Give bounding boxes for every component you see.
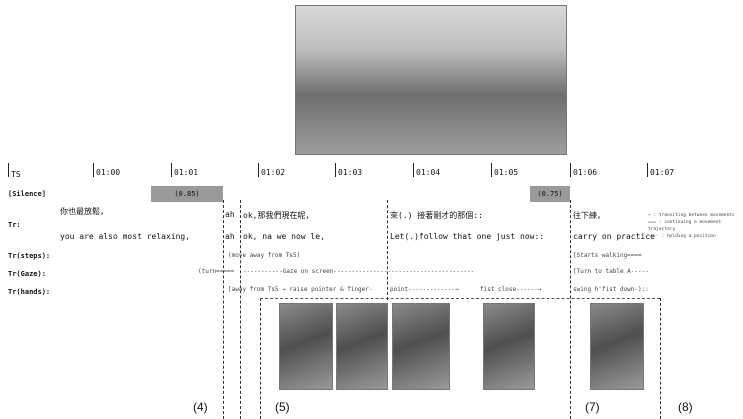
steps-annotation: (move away from Ts5) bbox=[228, 252, 301, 259]
time-label: 01:05 bbox=[494, 168, 519, 177]
speech-chinese: ah bbox=[225, 210, 235, 219]
speech-chinese: ok,那我們現在呢， bbox=[243, 211, 314, 220]
speech-english: carry on practice bbox=[573, 232, 655, 241]
tier-label-hands: Tr(hands): bbox=[8, 288, 51, 296]
segment-line bbox=[223, 200, 224, 419]
time-label: 01:04 bbox=[416, 168, 441, 177]
tick-line bbox=[491, 163, 492, 177]
tick-line bbox=[647, 163, 648, 177]
frame-photo bbox=[483, 303, 535, 390]
tier-label-tr: Tr: bbox=[8, 221, 21, 229]
speech-english: you are also most relaxing, bbox=[60, 232, 191, 241]
tick-line bbox=[171, 163, 172, 177]
segment-line bbox=[660, 298, 661, 419]
segment-line bbox=[570, 200, 571, 419]
caption: (4) bbox=[193, 400, 208, 414]
segment-line bbox=[240, 200, 241, 419]
legend-item: → : transiting between movements bbox=[648, 213, 735, 218]
steps-annotation: [Starts walking==== bbox=[573, 252, 642, 259]
classroom-photo bbox=[295, 5, 567, 155]
gaze-annotation: [Turn to table A----- bbox=[573, 268, 649, 275]
speech-chinese: 你也最放鬆， bbox=[60, 207, 108, 216]
tier-label-silence: [Silence] bbox=[8, 190, 46, 198]
silence-box: (0.75) bbox=[530, 186, 570, 202]
speech-chinese: 來(.) 接著剛才的那個:: bbox=[390, 211, 483, 220]
legend: → : transiting between movements === : c… bbox=[648, 212, 743, 240]
hands-annotation: point-------------→ bbox=[390, 286, 459, 293]
frame-photo bbox=[336, 303, 388, 390]
tick-line bbox=[93, 163, 94, 177]
time-label: 01:06 bbox=[573, 168, 598, 177]
frame-photo bbox=[279, 303, 333, 390]
bracket-line bbox=[260, 298, 660, 299]
time-label: 01:01 bbox=[174, 168, 199, 177]
silence-box: (0.85) bbox=[151, 186, 223, 202]
legend-item: === : continuing a movement trajectory bbox=[648, 220, 722, 232]
segment-line bbox=[387, 200, 388, 300]
time-label: 01:02 bbox=[261, 168, 286, 177]
frame-photo bbox=[392, 303, 450, 390]
tick-line bbox=[335, 163, 336, 177]
hands-annotation: [away from Ts5 → raise pointer & finger- bbox=[228, 286, 373, 293]
speech-english: Let(.)follow that one just now:: bbox=[390, 232, 545, 241]
caption: (7) bbox=[585, 400, 600, 414]
time-label: 01:07 bbox=[650, 168, 675, 177]
speech-english: ok, na we now le, bbox=[243, 232, 325, 241]
tick-line bbox=[570, 163, 571, 177]
tick-line bbox=[258, 163, 259, 177]
caption: (5) bbox=[275, 400, 290, 414]
tick-line bbox=[8, 163, 9, 177]
speech-english: ah bbox=[225, 232, 235, 241]
tier-label-gaze: Tr(Gaze): bbox=[8, 270, 46, 278]
legend-item: ---- : holding a position bbox=[648, 234, 716, 239]
ts-label: TS bbox=[11, 170, 21, 179]
segment-line bbox=[260, 298, 261, 419]
tick-line bbox=[413, 163, 414, 177]
time-label: 01:00 bbox=[96, 168, 121, 177]
frame-photo bbox=[590, 303, 644, 390]
caption: (8) bbox=[678, 400, 693, 414]
gaze-annotation: (turn===== bbox=[198, 268, 235, 275]
time-label: 01:03 bbox=[338, 168, 363, 177]
gaze-annotation: -----------Gaze on screen---------------… bbox=[243, 268, 475, 275]
hands-annotation: swing h'fist down-):: bbox=[573, 286, 649, 293]
tier-label-steps: Tr(steps): bbox=[8, 252, 51, 260]
speech-chinese: 往下練， bbox=[573, 211, 605, 220]
hands-annotation: fist close------→ bbox=[480, 286, 542, 293]
